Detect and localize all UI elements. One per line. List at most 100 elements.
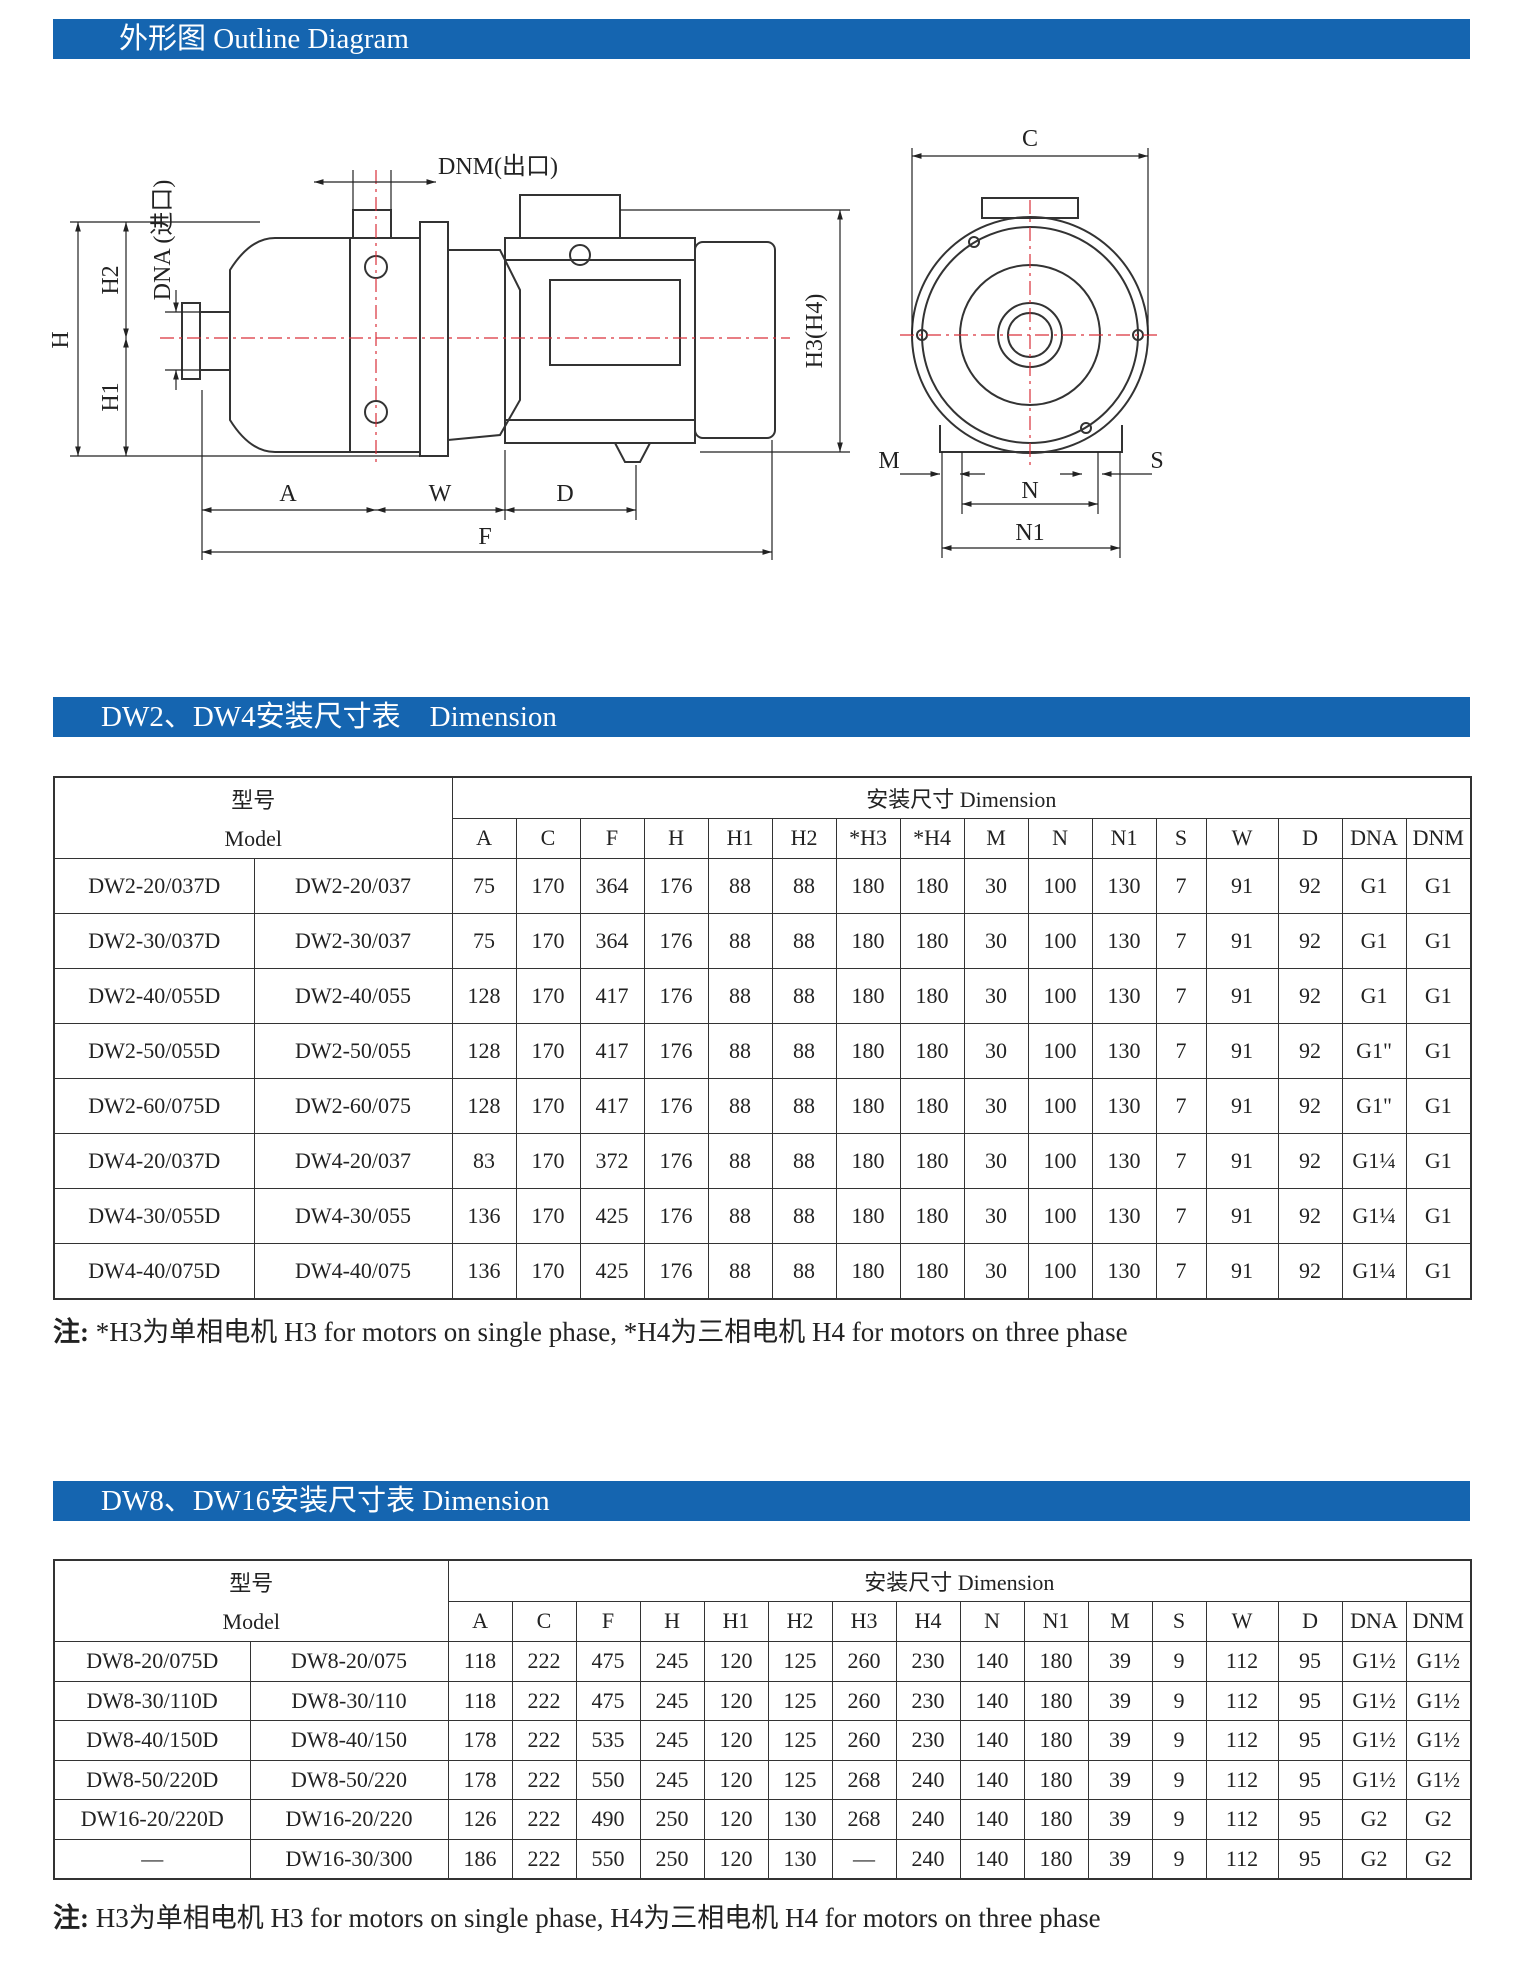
- value-cell: 88: [707, 1023, 773, 1079]
- value-cell: 180: [835, 968, 901, 1024]
- value-cell: 91: [1205, 1023, 1279, 1079]
- value-cell: 180: [899, 1023, 965, 1079]
- value-cell: 180: [899, 1078, 965, 1134]
- value-cell: 92: [1277, 1188, 1343, 1244]
- value-cell: 180: [835, 858, 901, 914]
- value-cell: 39: [1087, 1641, 1153, 1682]
- model-header: 型号 Model: [53, 1559, 449, 1642]
- value-cell: G1½: [1405, 1680, 1472, 1721]
- value-cell: 112: [1205, 1720, 1279, 1761]
- label-n1: N1: [1015, 520, 1044, 546]
- note-text: *H3为单相电机 H3 for motors on single phase, …: [89, 1317, 1128, 1347]
- model-cell: DW4-30/055: [253, 1188, 453, 1244]
- value-cell: 176: [643, 858, 709, 914]
- value-cell: 88: [707, 968, 773, 1024]
- model-cell: DW4-20/037: [253, 1133, 453, 1189]
- dimension-header: 安装尺寸 Dimension: [451, 776, 1472, 819]
- model-cell: DW2-40/055: [253, 968, 453, 1024]
- value-cell: 130: [1091, 1078, 1157, 1134]
- value-cell: 140: [959, 1680, 1025, 1721]
- value-cell: 364: [579, 913, 645, 969]
- label-m: M: [878, 448, 899, 474]
- value-cell: 245: [639, 1641, 705, 1682]
- value-cell: G1¼: [1341, 1188, 1407, 1244]
- value-cell: 100: [1027, 1188, 1093, 1244]
- column-header: H2: [771, 817, 837, 859]
- model-cell: DW4-40/075: [253, 1243, 453, 1300]
- label-f: F: [478, 524, 491, 550]
- value-cell: 260: [831, 1680, 897, 1721]
- note-text: H3为单相电机 H3 for motors on single phase, H…: [89, 1903, 1101, 1933]
- value-cell: 30: [963, 1078, 1029, 1134]
- value-cell: 417: [579, 1078, 645, 1134]
- value-cell: 112: [1205, 1641, 1279, 1682]
- model-cell: DW2-50/055D: [53, 1023, 255, 1079]
- column-header: A: [447, 1600, 513, 1642]
- value-cell: 120: [703, 1680, 769, 1721]
- model-cell: DW2-30/037D: [53, 913, 255, 969]
- value-cell: 260: [831, 1641, 897, 1682]
- label-h: H: [48, 331, 74, 348]
- model-cell: DW8-50/220D: [53, 1759, 251, 1800]
- column-header: *H4: [899, 817, 965, 859]
- value-cell: 128: [451, 968, 517, 1024]
- value-cell: 95: [1277, 1759, 1343, 1800]
- value-cell: 92: [1277, 1023, 1343, 1079]
- value-cell: 88: [707, 858, 773, 914]
- value-cell: 170: [515, 1133, 581, 1189]
- value-cell: 125: [767, 1641, 833, 1682]
- model-cell: DW8-20/075D: [53, 1641, 251, 1682]
- value-cell: 95: [1277, 1799, 1343, 1840]
- front-view-dimensions: [900, 148, 1152, 558]
- model-cell: —: [53, 1838, 251, 1880]
- value-cell: G1: [1405, 1188, 1472, 1244]
- value-cell: G1½: [1405, 1641, 1472, 1682]
- value-cell: 30: [963, 858, 1029, 914]
- value-cell: 176: [643, 1133, 709, 1189]
- value-cell: 39: [1087, 1838, 1153, 1880]
- note-prefix: 注:: [53, 1903, 89, 1933]
- value-cell: 39: [1087, 1799, 1153, 1840]
- value-cell: 39: [1087, 1759, 1153, 1800]
- column-header: H1: [707, 817, 773, 859]
- value-cell: 268: [831, 1799, 897, 1840]
- column-header: A: [451, 817, 517, 859]
- model-cell: DW8-30/110D: [53, 1680, 251, 1721]
- side-view-centerlines: [160, 170, 790, 465]
- value-cell: 30: [963, 1133, 1029, 1189]
- value-cell: 7: [1155, 1243, 1207, 1300]
- value-cell: 136: [451, 1243, 517, 1300]
- value-cell: 7: [1155, 1078, 1207, 1134]
- value-cell: 120: [703, 1799, 769, 1840]
- column-header: H2: [767, 1600, 833, 1642]
- value-cell: 83: [451, 1133, 517, 1189]
- value-cell: 222: [511, 1680, 577, 1721]
- value-cell: 112: [1205, 1799, 1279, 1840]
- value-cell: 222: [511, 1720, 577, 1761]
- value-cell: 180: [899, 1133, 965, 1189]
- column-header: W: [1205, 1600, 1279, 1642]
- value-cell: G1": [1341, 1078, 1407, 1134]
- value-cell: 130: [767, 1838, 833, 1880]
- value-cell: 180: [899, 1243, 965, 1300]
- label-dnm: DNM(出口): [438, 153, 558, 180]
- value-cell: 128: [451, 1023, 517, 1079]
- value-cell: 170: [515, 1243, 581, 1300]
- column-header: D: [1277, 1600, 1343, 1642]
- label-h3h4: H3(H4): [802, 294, 828, 369]
- label-h1: H1: [98, 382, 124, 411]
- value-cell: 75: [451, 858, 517, 914]
- value-cell: 180: [1023, 1641, 1089, 1682]
- column-header: C: [515, 817, 581, 859]
- value-cell: 475: [575, 1641, 641, 1682]
- dimension-header: 安装尺寸 Dimension: [447, 1559, 1472, 1602]
- value-cell: G1: [1341, 858, 1407, 914]
- value-cell: 222: [511, 1799, 577, 1840]
- value-cell: 120: [703, 1720, 769, 1761]
- value-cell: 250: [639, 1838, 705, 1880]
- column-header: H3: [831, 1600, 897, 1642]
